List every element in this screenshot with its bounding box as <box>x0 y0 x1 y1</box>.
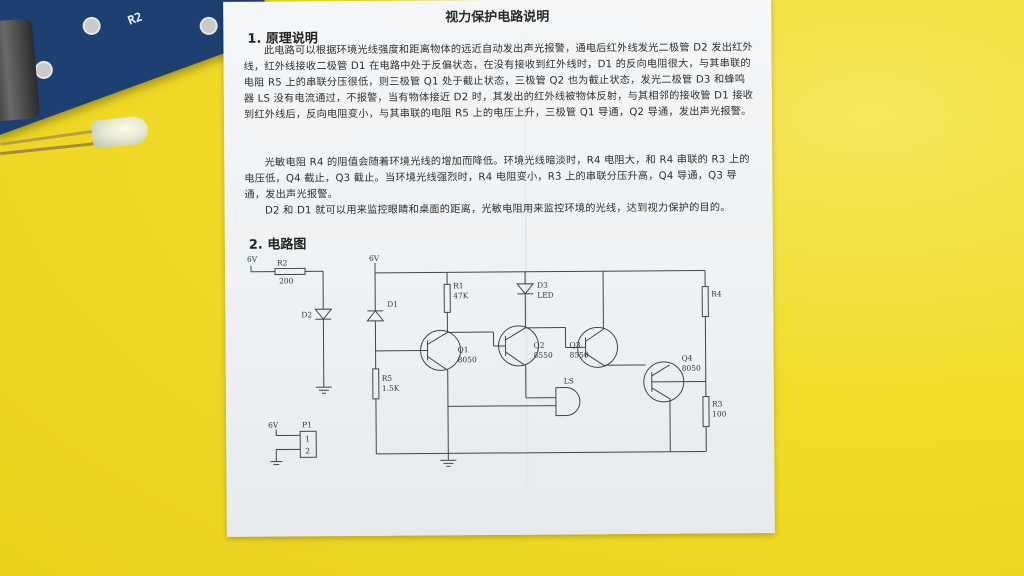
pcb-pad <box>197 14 221 38</box>
resistor-r1 <box>443 283 451 313</box>
label-q1: Q1 <box>458 345 469 354</box>
paragraph-photoresistor: 光敏电阻 R4 的阻值会随着环境光线的增加而降低。环境光线暗淡时，R4 电阻大，… <box>244 154 750 201</box>
label-d1: D1 <box>387 300 398 309</box>
led-d3 <box>516 283 535 295</box>
connector-p1 <box>299 430 317 458</box>
paragraph-principle: 此电路可以根据环境光线强度和距离物体的远近自动发出声光报警，通电后红外线发光二极… <box>243 42 754 121</box>
resistor-r3 <box>702 396 710 428</box>
label-d2: D2 <box>301 310 312 319</box>
transistor-q1 <box>420 329 462 371</box>
label-r5: R5 <box>382 374 393 383</box>
label-r4: R4 <box>711 289 722 298</box>
label-d3: D3 <box>537 281 548 290</box>
label-r1: R1 <box>453 281 463 290</box>
label-d3-value: LED <box>537 291 554 300</box>
label-q1-value: 8050 <box>458 355 477 364</box>
label-r1-value: 47K <box>453 291 469 300</box>
label-p1-pin1: 1 <box>305 434 310 443</box>
label-r3-value: 100 <box>712 409 727 418</box>
circuit-schematic: 6V R2 200 D2 6V D1 R1 47K D3 LED R4 Q1 8… <box>235 246 757 480</box>
resistor-r2 <box>274 267 306 276</box>
label-q4-value: 8050 <box>682 364 701 373</box>
label-q2: Q2 <box>534 341 545 350</box>
pcb-label-r2: R2 <box>125 9 145 28</box>
diode-d2 <box>314 308 333 321</box>
label-q2-value: 8550 <box>534 351 553 360</box>
paragraph-purpose: D2 和 D1 就可以用来监控眼睛和桌面的距离，光敏电阻用来监控环境的光线，达到… <box>264 202 731 217</box>
buzzer-ls <box>555 387 581 417</box>
label-p1-6v: 6V <box>268 421 279 430</box>
label-6v-left: 6V <box>247 255 258 264</box>
label-r2-value: 200 <box>279 276 294 285</box>
schematic-drawing: 6V R2 200 D2 6V D1 R1 47K D3 LED R4 Q1 8… <box>247 254 727 467</box>
label-p1: P1 <box>302 420 312 429</box>
pcb-pad <box>80 14 104 38</box>
label-q4: Q4 <box>682 354 693 363</box>
label-ls: LS <box>564 376 574 385</box>
label-r5-value: 1.5K <box>382 384 400 393</box>
document-title: 视力保护电路说明 <box>445 9 550 26</box>
instruction-sheet: 视力保护电路说明 1. 原理说明 此电路可以根据环境光线强度和距离物体的远近自动… <box>223 0 775 537</box>
resistor-r5 <box>372 368 380 400</box>
label-p1-pin2: 2 <box>305 446 310 455</box>
label-r3: R3 <box>712 399 723 408</box>
label-q3: Q3 <box>570 340 581 349</box>
label-q3-value: 8550 <box>570 350 589 359</box>
photoresistor-r4 <box>701 286 709 318</box>
label-r2: R2 <box>277 258 288 267</box>
diode-d1 <box>366 310 385 322</box>
label-6v-main: 6V <box>369 254 380 263</box>
